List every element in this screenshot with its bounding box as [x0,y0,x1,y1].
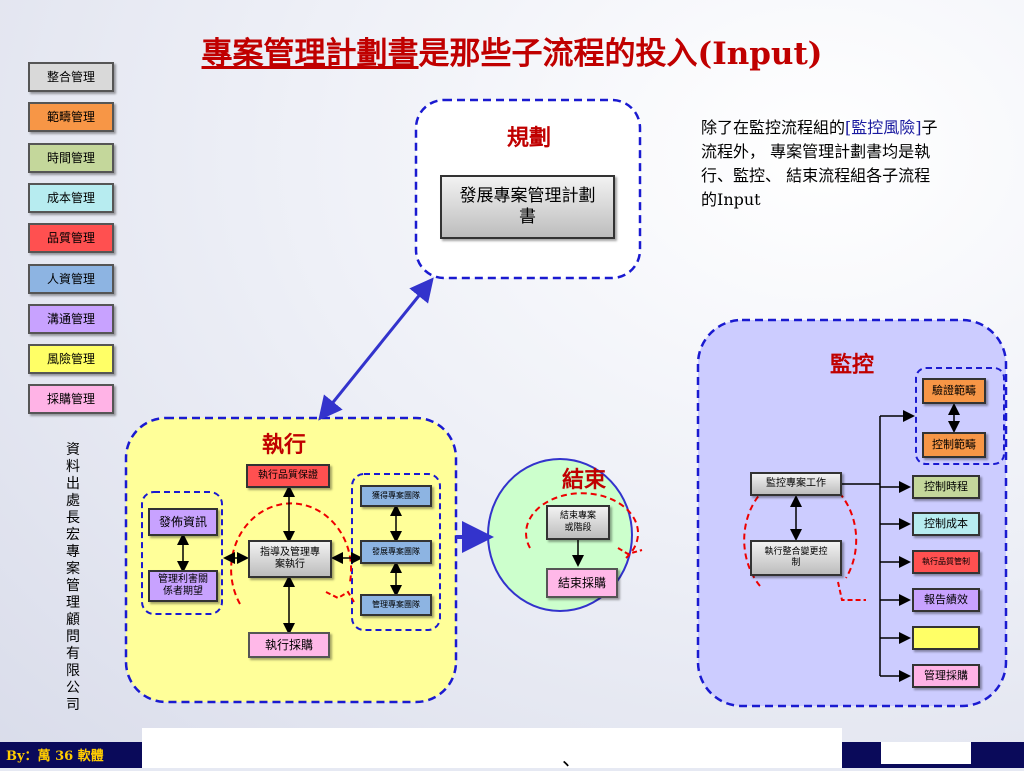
close-procurements-box: 結束採購 [546,568,618,598]
footer-panel [142,728,842,768]
notes-text: 除了在監控流程組的[監控風險]子流程外， 專案管理計劃書均是執行、監控、 結束流… [701,116,939,212]
verify-scope-box: 驗證範疇 [922,378,986,404]
page-title: 專案管理計劃書是那些子流程的投入(Input) [0,28,1024,73]
sidebar-btn-integration[interactable]: 整合管理 [28,62,114,92]
footer-by: By：萬 36 軟體 [6,749,104,764]
planning-label: 規劃 [507,125,552,151]
notes-part1: 除了在監控流程組的 [701,118,846,137]
comm-subgroup [141,491,223,615]
manage-stakeholders-box: 管理利害關係者期望 [148,570,218,602]
sidebar-btn-risk[interactable]: 風險管理 [28,344,114,375]
develop-plan-box: 發展專案管理計劃書 [440,175,615,239]
distribute-info-box: 發佈資訊 [148,508,218,536]
closing-loop [525,492,640,559]
perform-qa-box: 執行品質保證 [246,464,330,488]
control-scope-box: 控制範疇 [922,432,986,458]
control-cost-box: 控制成本 [912,512,980,536]
footer-mark: 、 [562,746,582,770]
monitor-work-box: 監控專案工作 [750,472,842,496]
sidebar-btn-cost[interactable]: 成本管理 [28,182,114,213]
blank-output-box [912,626,980,650]
executing-label: 執行 [262,432,307,458]
conduct-procurement-box: 執行採購 [248,632,330,658]
notes-part2: 子流程外， 專案管理計劃書均是執行、監控、 結束流程組各子流程的Input [701,118,938,209]
scope-subgroup [915,367,1005,465]
sidebar-btn-procurement[interactable]: 採購管理 [28,384,114,415]
sidebar-btn-communication[interactable]: 溝通管理 [28,303,114,334]
source-credit: 資料出處 長宏專案管理顧問有限公司 [66,442,80,713]
control-schedule-box: 控制時程 [912,475,980,499]
exec-plan-arrow [318,277,434,421]
sidebar-btn-hr[interactable]: 人資管理 [28,263,114,294]
acquire-team-box: 獲得專案團隊 [360,485,432,507]
direct-manage-box: 指導及管理專案執行 [248,540,332,578]
perform-qc-box: 執行品質管制 [912,550,980,574]
integrated-change-box: 執行整合變更控制 [750,540,842,576]
sidebar-btn-quality[interactable]: 品質管理 [28,223,114,254]
executing-loop [230,502,353,605]
develop-team-box: 發展專案團隊 [360,540,432,564]
notes-highlight: [監控風險] [845,118,922,137]
title-underlined: 專案管理計劃書 [201,36,419,72]
administer-procurements-box: 管理採購 [912,664,980,688]
close-project-box: 結束專案或階段 [546,505,610,540]
manage-team-box: 管理專案團隊 [360,594,432,616]
sidebar-btn-scope[interactable]: 範疇管理 [28,102,114,133]
report-performance-box: 報告績效 [912,588,980,612]
sidebar-btn-time[interactable]: 時間管理 [28,142,114,173]
title-rest: 是那些子流程的投入(Input) [418,36,823,72]
closing-label: 結束 [562,467,607,493]
footer-panel-right [881,742,971,764]
monitoring-label: 監控 [830,352,875,378]
